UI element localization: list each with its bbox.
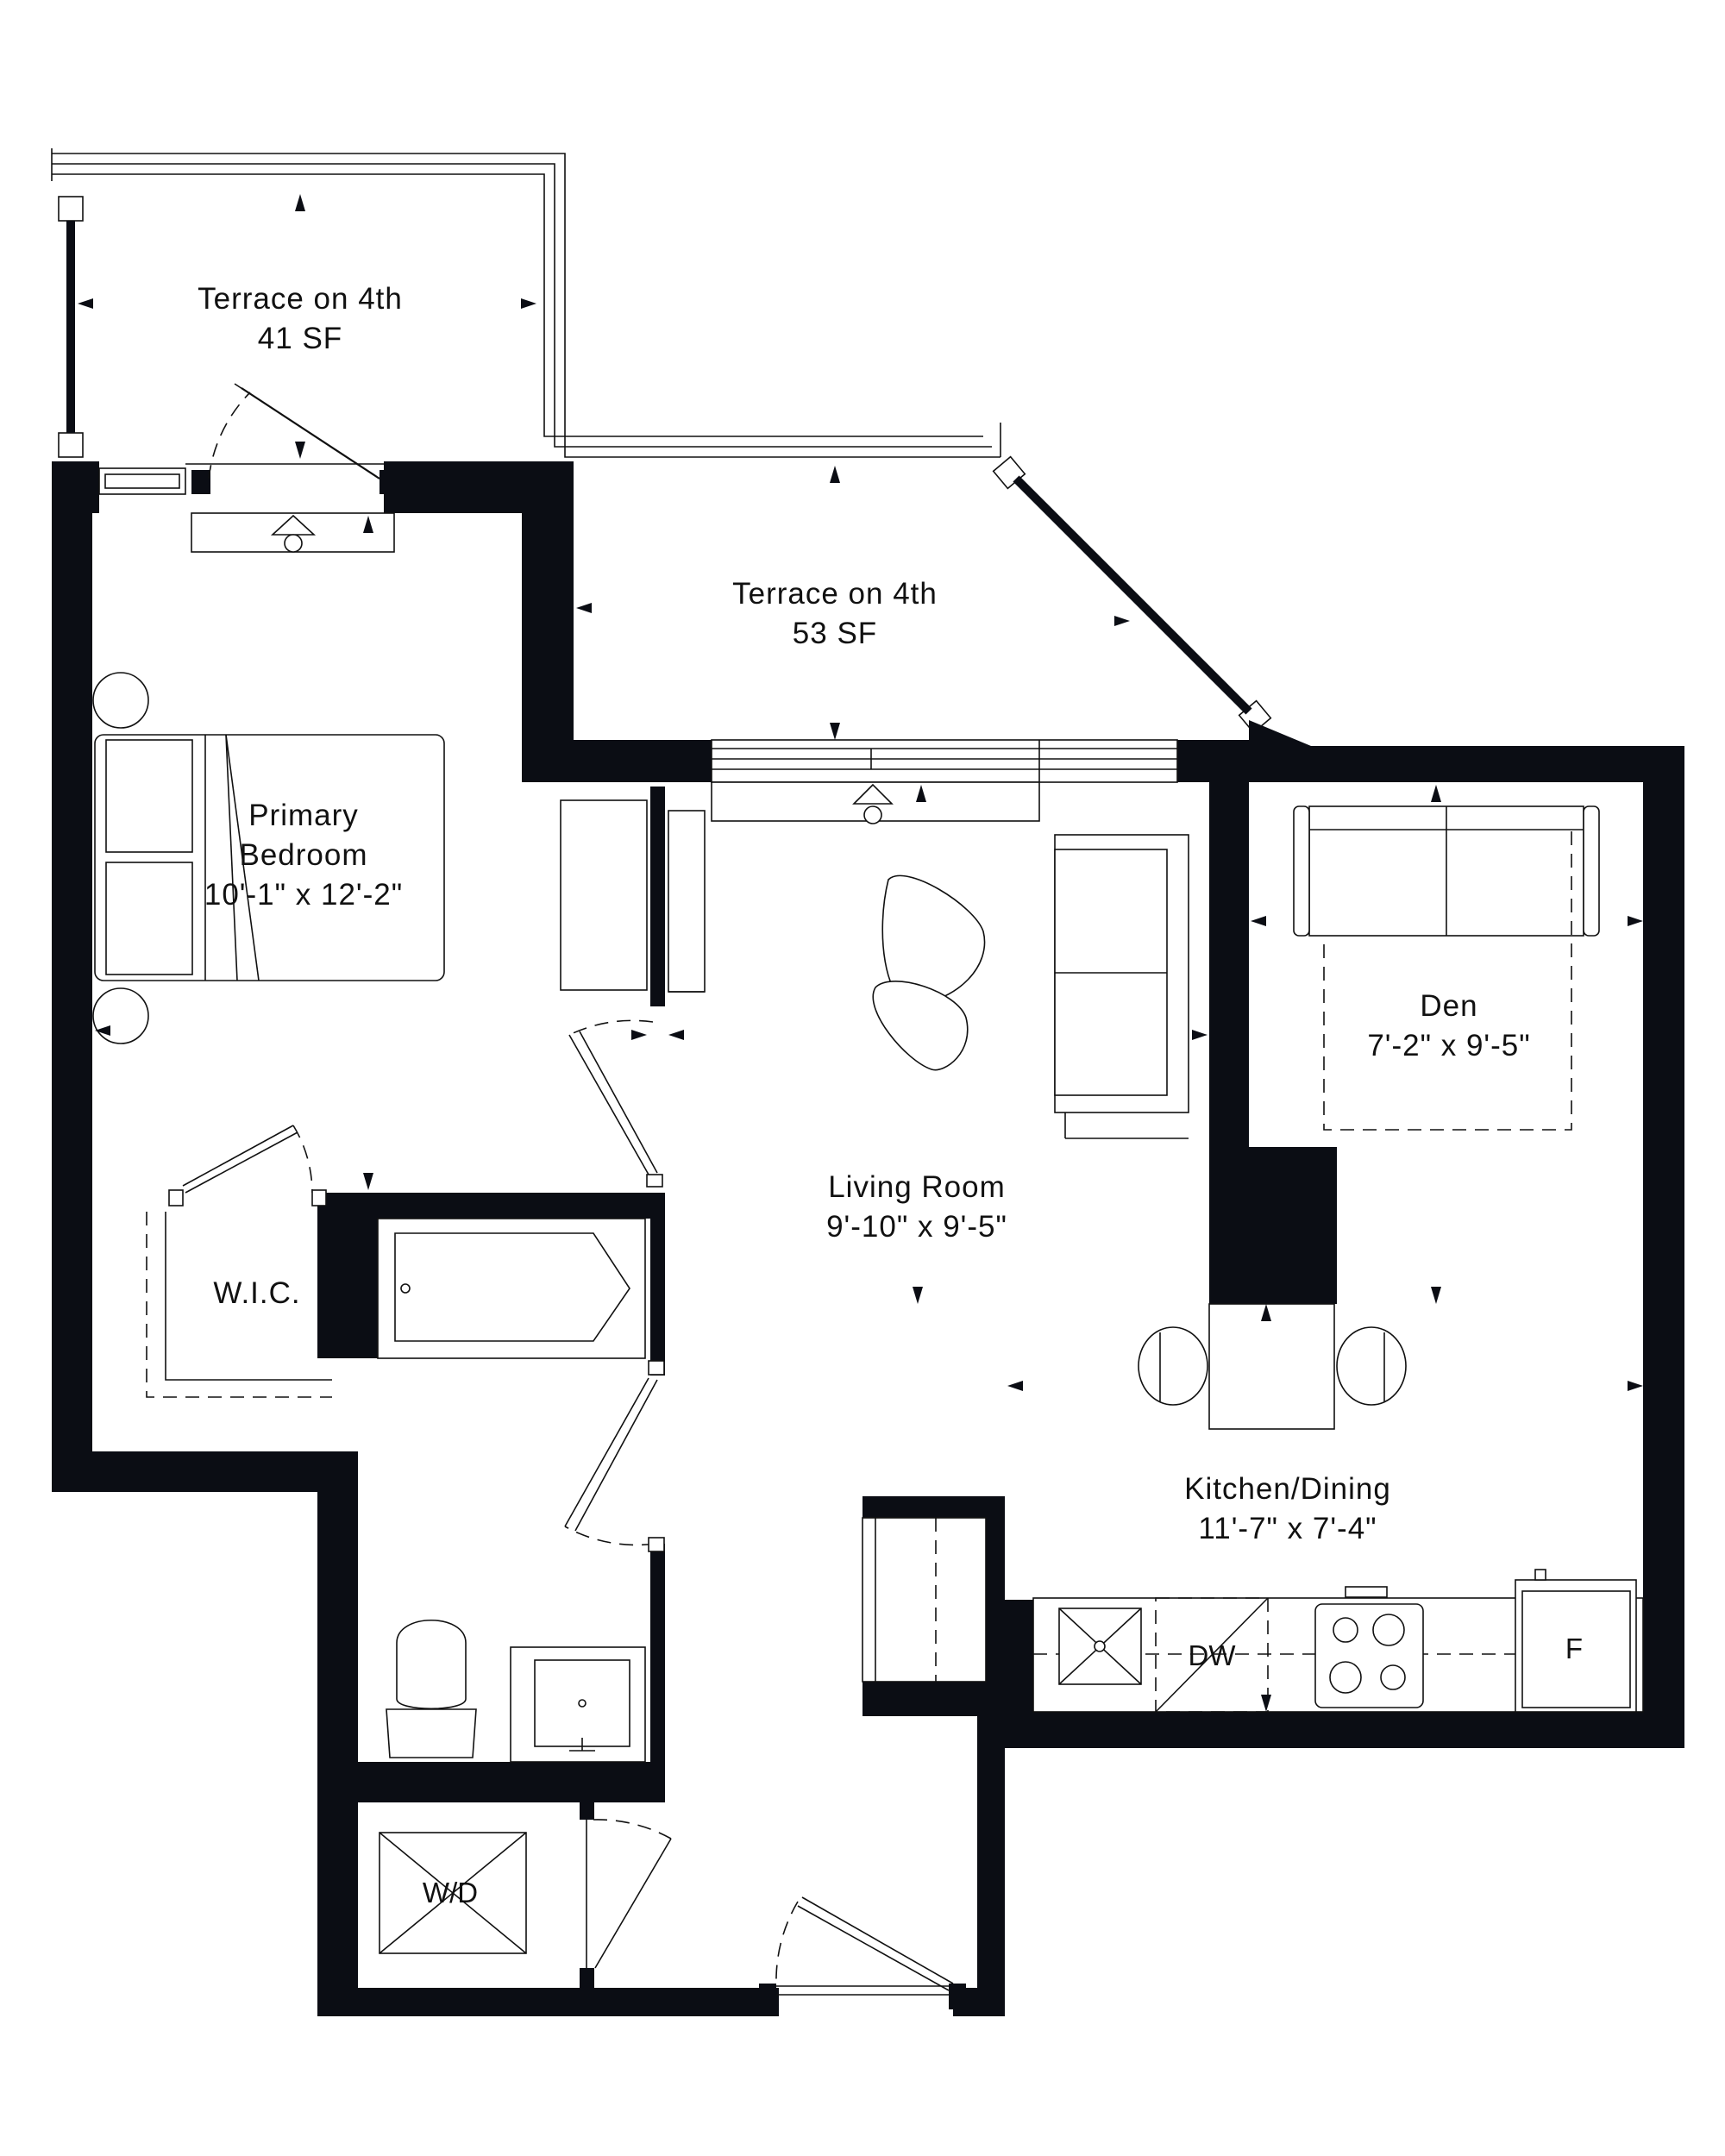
vanity — [510, 1646, 646, 1763]
terrace-center-area: 53 SF — [792, 617, 878, 650]
bedroom-door — [568, 1019, 663, 1188]
kitchen-dining-label: Kitchen/Dining 11'-7" x 7'-4" — [1184, 1470, 1391, 1549]
pantry — [862, 1517, 987, 1683]
terrace-west-label: Terrace on 4th 41 SF — [198, 279, 403, 359]
dining-table — [1138, 1303, 1407, 1430]
terrace-glass — [58, 196, 1272, 734]
terrace-center-name: Terrace on 4th — [732, 577, 938, 611]
wic-label: W.I.C. — [213, 1274, 300, 1313]
terrace-west-name: Terrace on 4th — [198, 282, 403, 316]
terrace-west-area: 41 SF — [257, 322, 343, 355]
primary-bedroom-name-2: Bedroom — [239, 838, 368, 872]
entry-door — [759, 1896, 966, 2009]
primary-bedroom-name-1: Primary — [248, 799, 359, 832]
living-slider-window — [569, 739, 1249, 824]
den-dims: 7'-2" x 9'-5" — [1367, 1029, 1531, 1062]
bedroom-terrace-door — [191, 383, 398, 494]
wic-name: W.I.C. — [213, 1276, 301, 1310]
walls — [52, 461, 1684, 2016]
den-label: Den 7'-2" x 9'-5" — [1367, 987, 1530, 1066]
sofa — [1054, 834, 1189, 1139]
living-room-name: Living Room — [828, 1170, 1006, 1204]
living-room-label: Living Room 9'-10" x 9'-5" — [826, 1168, 1007, 1247]
fridge-label: F — [1565, 1633, 1584, 1664]
laundry-door — [586, 1819, 672, 1969]
bedroom-window — [98, 463, 395, 553]
terrace-center-label: Terrace on 4th 53 SF — [732, 574, 938, 654]
wic-door — [146, 1125, 332, 1398]
den-name: Den — [1420, 989, 1478, 1023]
primary-bedroom-dims: 10'-1" x 12'-2" — [204, 878, 404, 912]
bed — [92, 672, 445, 1044]
washer-dryer-label: W/D — [422, 1877, 479, 1908]
bedroom-closet-door — [560, 799, 706, 993]
kitchen-dining-dims: 11'-7" x 7'-4" — [1198, 1512, 1377, 1545]
coffee-tables — [872, 874, 986, 1071]
den-sofa — [1293, 805, 1600, 1131]
primary-bedroom-label: Primary Bedroom 10'-1" x 12'-2" — [204, 796, 403, 915]
bath-door — [564, 1360, 665, 1552]
washer-dryer — [379, 1832, 527, 1954]
dishwasher-label: DW — [1188, 1639, 1236, 1671]
living-room-dims: 9'-10" x 9'-5" — [826, 1210, 1007, 1244]
toilet — [386, 1620, 477, 1758]
kitchen-counter — [1032, 1569, 1644, 1713]
bathtub — [377, 1218, 646, 1359]
terrace-railings — [51, 148, 1001, 458]
dimension-arrows — [78, 194, 1643, 1712]
kitchen-dining-name: Kitchen/Dining — [1184, 1472, 1391, 1506]
